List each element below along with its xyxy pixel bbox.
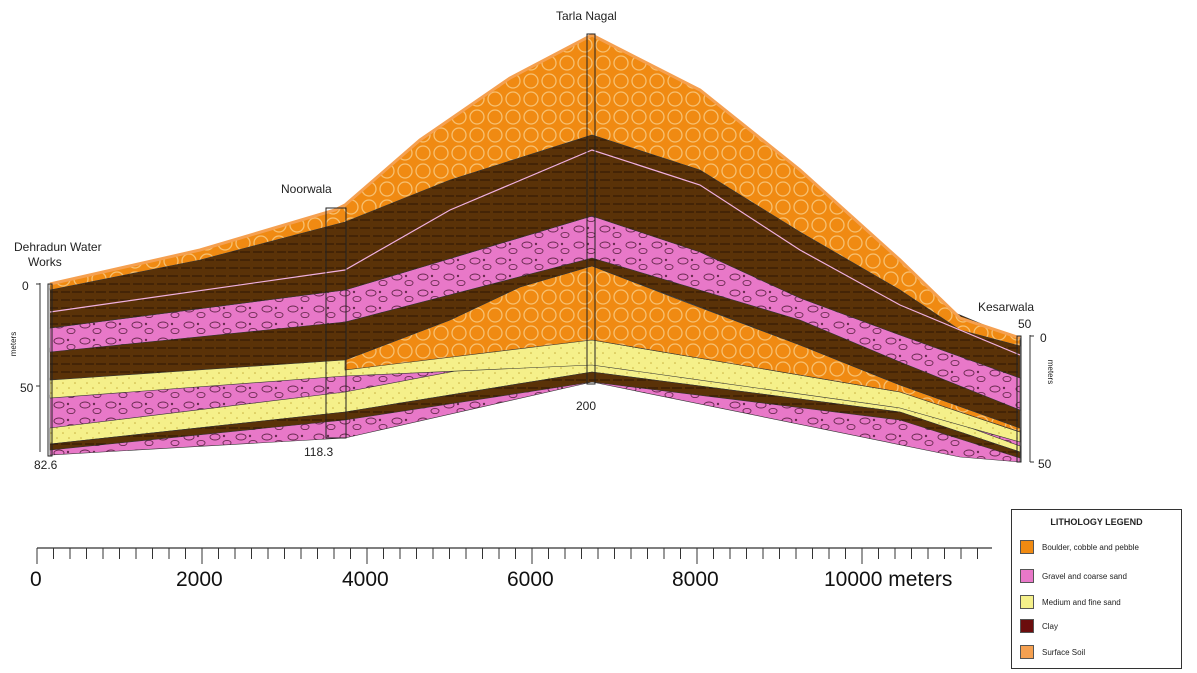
legend-label-sand: Medium and fine sand: [1042, 597, 1121, 607]
legend-label-boulder: Boulder, cobble and pebble: [1042, 542, 1139, 552]
legend-swatch-sand: [1020, 595, 1034, 609]
legend-label-gravel: Gravel and coarse sand: [1042, 571, 1127, 581]
scale-label-0: 0: [30, 568, 42, 591]
right-axis-label-50: 50: [1038, 457, 1052, 471]
well-column-tarla: [586, 33, 596, 385]
legend-item-gravel: Gravel and coarse sand: [1020, 568, 1127, 584]
well-label-dehradun-1: Dehradun Water: [14, 240, 102, 254]
scale-label-10000: 10000 meters: [824, 568, 952, 591]
scale-label-2000: 2000: [176, 568, 223, 591]
left-axis-label-0: 0: [22, 279, 29, 293]
contact-line: [49, 149, 1021, 356]
well-label-kesarwala: Kesarwala: [978, 300, 1034, 314]
well-column-kesarwala: [1016, 335, 1022, 463]
scale-label-6000: 6000: [507, 568, 554, 591]
lithology-legend: LITHOLOGY LEGEND Boulder, cobble and peb…: [1011, 509, 1182, 669]
well-label-dehradun-2: Works: [28, 255, 62, 269]
legend-item-sand: Medium and fine sand: [1020, 594, 1121, 610]
legend-label-surface-soil: Surface Soil: [1042, 647, 1086, 657]
left-axis-unit: meters: [9, 332, 18, 356]
horizontal-scale-bar: [36, 547, 992, 564]
elevation-label-dehradun: 82.6: [34, 458, 58, 472]
legend-title: LITHOLOGY LEGEND: [1050, 517, 1143, 527]
well-column-noorwala: [325, 207, 347, 439]
elevation-label-noorwala: 118.3: [304, 445, 333, 459]
legend-label-clay: Clay: [1042, 621, 1059, 631]
layer-clay-bottom: [49, 371, 1021, 459]
well-label-noorwala: Noorwala: [281, 182, 332, 196]
legend-swatch-clay: [1020, 619, 1034, 633]
legend-swatch-surface-soil: [1020, 645, 1034, 659]
well-label-tarla-nagal: Tarla Nagal: [556, 9, 617, 23]
legend-item-surface-soil: Surface Soil: [1020, 644, 1085, 660]
right-axis-label-0: 0: [1040, 331, 1047, 345]
legend-swatch-boulder: [1020, 540, 1034, 554]
right-axis-unit: meters: [1046, 360, 1055, 384]
well-column-dehradun: [47, 283, 53, 457]
legend-item-clay: Clay: [1020, 618, 1058, 634]
legend-item-boulder: Boulder, cobble and pebble: [1020, 539, 1139, 555]
scale-label-4000: 4000: [342, 568, 389, 591]
left-axis-label-50: 50: [20, 381, 34, 395]
scale-label-8000: 8000: [672, 568, 719, 591]
elevation-label-tarla: 200: [576, 399, 596, 413]
legend-swatch-gravel: [1020, 569, 1034, 583]
surface-soil-line: [49, 33, 1021, 340]
elevation-label-kesarwala: 50: [1018, 317, 1032, 331]
